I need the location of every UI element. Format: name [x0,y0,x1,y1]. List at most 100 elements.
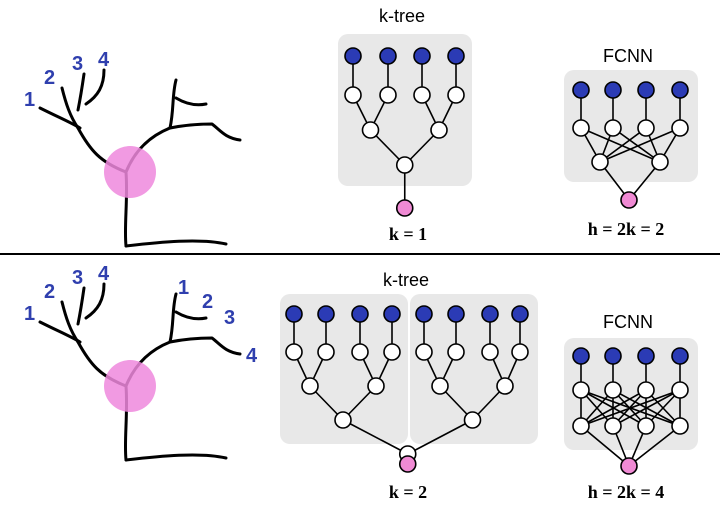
hidden-node [511,343,529,361]
hidden-node [447,86,465,104]
input-node [285,305,303,323]
hidden-node [637,417,655,435]
input-node [671,81,689,99]
hidden-node [301,377,319,395]
hidden-node [430,121,448,139]
fcnn-edge [628,425,681,467]
output-node [398,455,417,473]
output-node [620,191,638,209]
input-node [572,347,590,365]
input-node [317,305,335,323]
top-dendrite-label-4: 4 [98,49,110,71]
bottom-dendrite-label-b1: 1 [178,277,189,299]
input-node [413,47,431,65]
tree-edge [407,419,473,455]
hidden-node [651,153,669,171]
top-fcnn-title: FCNN [603,46,653,66]
hidden-node [591,153,609,171]
hidden-node [351,343,369,361]
input-node [511,305,529,323]
top-fcnn-graph [572,81,689,209]
bottom-dendrite-label-b2: 2 [202,291,213,313]
hidden-node [379,86,397,104]
output-node [620,457,638,475]
hidden-node [604,119,622,137]
top-ktree-caption: k = 1 [389,224,427,244]
input-node [604,81,622,99]
hidden-node [463,411,482,429]
fcnn-edge [580,389,647,427]
input-node [671,347,689,365]
bottom-fcnn-graph [572,347,689,475]
bottom-dendrite-label-a3: 3 [72,267,83,289]
hidden-node [572,119,590,137]
fcnn-edge [580,425,630,467]
hidden-node [395,156,414,174]
bottom-dendrite [38,282,242,462]
input-node [637,81,655,99]
input-node [351,305,369,323]
top-ktree-title: k-tree [379,6,425,26]
input-node [637,347,655,365]
hidden-node [447,343,465,361]
hidden-node [671,417,689,435]
top-soma [104,146,156,198]
hidden-node [604,381,622,399]
top-ktree-graph [344,47,465,217]
fcnn-edge [580,389,681,427]
input-node [572,81,590,99]
hidden-node [572,381,590,399]
hidden-node [481,343,499,361]
input-node [604,347,622,365]
fcnn-edge [580,127,661,163]
fcnn-edge [599,127,681,163]
hidden-node [604,417,622,435]
output-node [395,199,414,217]
input-node [383,305,401,323]
hidden-node [637,119,655,137]
hidden-node [317,343,335,361]
top-ktree-panel [338,34,472,186]
fcnn-edge [599,127,647,163]
bottom-ktree-panel-left [280,294,408,444]
bottom-ktree-panel-right [410,294,538,444]
bottom-ktree-caption: k = 2 [389,482,427,502]
hidden-node [344,86,362,104]
fcnn-edge [612,127,661,163]
input-node [481,305,499,323]
bottom-dendrite-label-a4: 4 [98,263,110,285]
input-node [447,305,465,323]
hidden-node [572,417,590,435]
bottom-fcnn-caption: h = 2k = 4 [588,482,665,502]
bottom-soma [104,360,156,412]
bottom-dendrite-label-b4: 4 [246,345,258,367]
top-dendrite-label-1: 1 [24,89,35,111]
bottom-dendrite-label-b3: 3 [224,307,235,329]
input-node [447,47,465,65]
bottom-fcnn-panel [564,338,698,450]
bottom-dendrite-label-a1: 1 [24,303,35,325]
input-node [415,305,433,323]
hidden-node [496,377,514,395]
bottom-fcnn-title: FCNN [603,312,653,332]
hidden-node [637,381,655,399]
hidden-node [383,343,401,361]
hidden-node [334,411,352,429]
top-dendrite-label-3: 3 [72,53,83,75]
input-node [379,47,397,65]
tree-edge [342,419,409,455]
fcnn-edge [612,389,681,427]
hidden-node [367,377,385,395]
hidden-node [671,119,689,137]
hidden-node [413,86,431,104]
bottom-dendrite-label-a2: 2 [44,281,55,303]
hidden-node [415,343,433,361]
bottom-ktree-title: k-tree [383,270,429,290]
bottom-ktree-graph [285,305,529,473]
hidden-node [361,121,380,139]
hidden-node [431,377,449,395]
top-fcnn-caption: h = 2k = 2 [588,219,665,239]
top-dendrite-label-2: 2 [44,67,55,89]
input-node [344,47,362,65]
